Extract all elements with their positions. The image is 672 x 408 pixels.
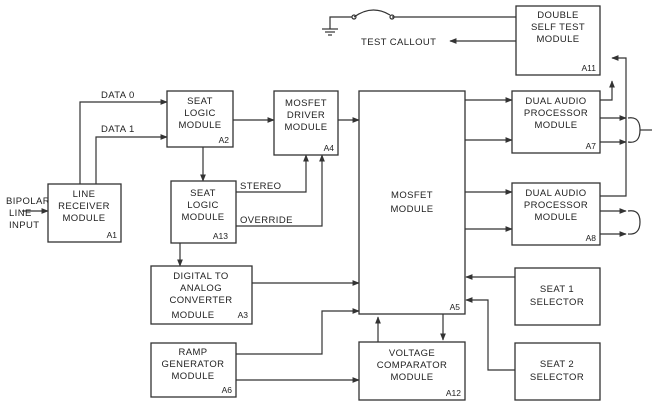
block-label: DIGITAL TO xyxy=(173,271,228,282)
block-id: A11 xyxy=(582,63,597,73)
block-seat2-selector: SEAT 2 SELECTOR xyxy=(514,342,601,401)
block-label: RAMP xyxy=(178,347,207,358)
block-id: A8 xyxy=(586,233,597,243)
block-label: MODULE xyxy=(390,204,433,215)
block-dual-audio-a8: DUAL AUDIO PROCESSOR MODULE A8 xyxy=(511,182,601,246)
block-seat1-selector: SEAT 1 SELECTOR xyxy=(514,267,601,326)
signal-data0: DATA 0 xyxy=(101,90,135,101)
block-label: VOLTAGE xyxy=(389,348,435,359)
block-label: MODULE xyxy=(171,371,214,382)
block-label: SEAT 2 xyxy=(540,359,574,370)
blocks: DOUBLE SELF TEST MODULE A11 SEAT LOGIC M… xyxy=(47,5,601,401)
block-id: A6 xyxy=(222,385,233,395)
block-label: SEAT xyxy=(187,96,213,107)
block-label: DRIVER xyxy=(287,110,325,121)
block-id: A7 xyxy=(586,141,597,151)
block-id: A12 xyxy=(446,388,461,398)
signal-override: OVERRIDE xyxy=(240,215,293,226)
block-label: MODULE xyxy=(181,212,224,223)
block-double-self-test: DOUBLE SELF TEST MODULE A11 xyxy=(515,5,601,76)
block-label: PROCESSOR xyxy=(524,200,588,211)
wire-stereo xyxy=(236,154,309,193)
wire-a6-to-a5 xyxy=(236,308,360,355)
block-id: A4 xyxy=(324,143,335,153)
wire-override xyxy=(236,154,325,227)
block-ramp-generator: RAMP GENERATOR MODULE A6 xyxy=(150,342,237,398)
block-line-receiver: LINE RECEIVER MODULE A1 xyxy=(47,183,122,243)
block-label: SELF TEST xyxy=(531,22,585,33)
signal-stereo: STEREO xyxy=(240,181,281,192)
block-id: A2 xyxy=(219,135,230,145)
wire-a7-to-a11 xyxy=(600,80,615,101)
wire-switch-to-ground xyxy=(329,16,352,29)
signal-test-callout: TEST CALLOUT xyxy=(361,37,436,48)
block-label: RECEIVER xyxy=(58,201,110,212)
block-label: MODULE xyxy=(178,120,221,131)
block-label: MODULE xyxy=(284,122,327,133)
signal-labels: BIPOLAR LINE INPUT DATA 0 DATA 1 STEREO … xyxy=(6,37,436,231)
block-label: MOSFET xyxy=(391,190,433,201)
block-label: MODULE xyxy=(62,213,105,224)
block-label: MODULE xyxy=(536,34,579,45)
input-label-line2: LINE xyxy=(9,208,32,219)
block-id: A1 xyxy=(107,230,118,240)
block-label: MODULE xyxy=(171,310,214,321)
block-label: LOGIC xyxy=(187,200,219,211)
headphone-icon-top xyxy=(627,117,652,143)
switch-contact-right xyxy=(389,14,395,20)
block-id: A3 xyxy=(238,310,249,320)
block-label: DUAL AUDIO xyxy=(525,96,586,107)
block-label: SELECTOR xyxy=(530,297,584,308)
block-mosfet-driver: MOSFET DRIVER MODULE A4 xyxy=(273,90,339,156)
block-label: SEAT xyxy=(190,188,216,199)
block-voltage-comparator: VOLTAGE COMPARATOR MODULE A12 xyxy=(358,341,466,401)
block-seat-logic-a2: SEAT LOGIC MODULE A2 xyxy=(166,90,234,148)
block-label: MODULE xyxy=(390,372,433,383)
headphone-icon-bottom xyxy=(627,210,641,235)
switch-arc xyxy=(353,9,391,18)
input-label-line1: BIPOLAR xyxy=(6,196,50,207)
block-label: GENERATOR xyxy=(162,359,225,370)
block-label: COMPARATOR xyxy=(377,360,448,371)
block-label: CONVERTER xyxy=(169,295,232,306)
wire-seat2-to-a5 xyxy=(465,297,515,371)
block-dual-audio-a7: DUAL AUDIO PROCESSOR MODULE A7 xyxy=(511,90,601,154)
wire-a8-to-a11 xyxy=(600,55,627,197)
block-label: PROCESSOR xyxy=(524,108,588,119)
input-label-line3: INPUT xyxy=(9,220,40,231)
block-label: DOUBLE xyxy=(537,10,578,21)
block-seat-logic-a13: SEAT LOGIC MODULE A13 xyxy=(170,180,237,244)
block-label: DUAL AUDIO xyxy=(525,188,586,199)
signal-data1: DATA 1 xyxy=(101,124,135,135)
block-label: MOSFET xyxy=(285,98,327,109)
wire-data0 xyxy=(79,99,168,184)
block-id: A13 xyxy=(213,231,228,241)
block-label: MODULE xyxy=(534,212,577,223)
block-dac: DIGITAL TO ANALOG CONVERTER MODULE A3 xyxy=(150,265,253,325)
block-label: LINE xyxy=(73,189,96,200)
block-label: LOGIC xyxy=(184,108,216,119)
block-label: ANALOG xyxy=(180,283,222,294)
block-id: A5 xyxy=(450,302,461,312)
wires xyxy=(22,9,627,383)
block-label: SELECTOR xyxy=(530,372,584,383)
block-mosfet-module: MOSFET MODULE A5 xyxy=(358,90,466,315)
block-label: SEAT 1 xyxy=(540,284,574,295)
wire-data1 xyxy=(95,134,168,184)
block-label: MODULE xyxy=(534,120,577,131)
